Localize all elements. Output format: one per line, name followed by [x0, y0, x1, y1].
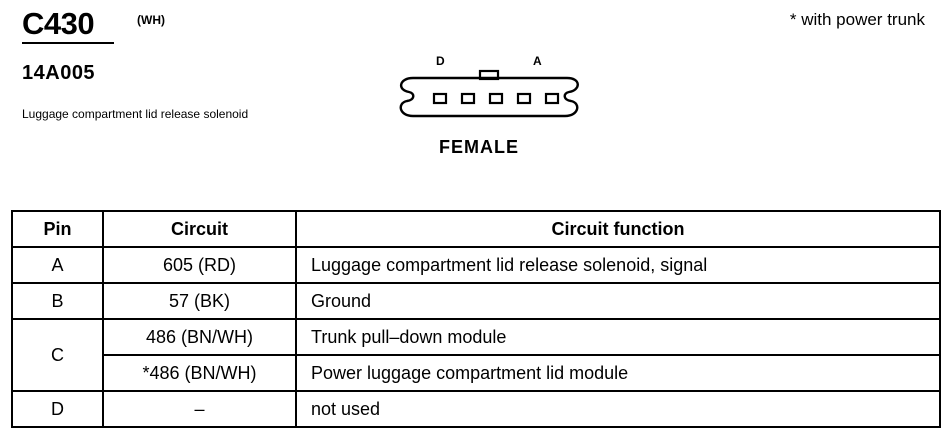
connector-id: C430: [22, 6, 95, 41]
circuit-cell: 486 (BN/WH): [102, 318, 297, 356]
header-circuit: Circuit: [102, 210, 297, 248]
connector-face-diagram: [399, 69, 579, 118]
connector-gender-label: FEMALE: [439, 137, 519, 157]
connector-label-a: A: [533, 54, 542, 68]
table-row: *486 (BN/WH) Power luggage compartment l…: [12, 354, 941, 392]
table-row: D – not used: [11, 390, 941, 428]
function-cell: Power luggage compartment lid module: [295, 354, 941, 392]
connector-id-underline: [22, 42, 114, 44]
function-cell: Luggage compartment lid release solenoid…: [295, 246, 941, 284]
circuit-cell: 57 (BK): [102, 282, 297, 320]
connector-label-d: D: [436, 54, 445, 68]
pinout-table: Pin Circuit Circuit function A 605 (RD) …: [11, 210, 941, 428]
footnote: * with power trunk: [789, 10, 925, 29]
pin-cell: A: [11, 246, 104, 284]
circuit-cell: *486 (BN/WH): [102, 354, 297, 392]
part-number: 14A005: [22, 62, 96, 84]
function-cell: Ground: [295, 282, 941, 320]
header-function: Circuit function: [295, 210, 941, 248]
pin-cell: D: [11, 390, 104, 428]
table-header-row: Pin Circuit Circuit function: [11, 210, 941, 248]
table-row: B 57 (BK) Ground: [11, 282, 941, 320]
function-cell: Trunk pull–down module: [295, 318, 941, 356]
table-row: C 486 (BN/WH) Trunk pull–down module: [11, 318, 941, 392]
connector-color-code: (WH): [137, 13, 165, 27]
header-pin: Pin: [11, 210, 104, 248]
circuit-cell: –: [102, 390, 297, 428]
table-row: A 605 (RD) Luggage compartment lid relea…: [11, 246, 941, 284]
pin-cell: C: [11, 318, 104, 392]
function-cell: not used: [295, 390, 941, 428]
connector-description: Luggage compartment lid release solenoid: [22, 107, 249, 121]
circuit-cell: 605 (RD): [102, 246, 297, 284]
pin-cell: B: [11, 282, 104, 320]
